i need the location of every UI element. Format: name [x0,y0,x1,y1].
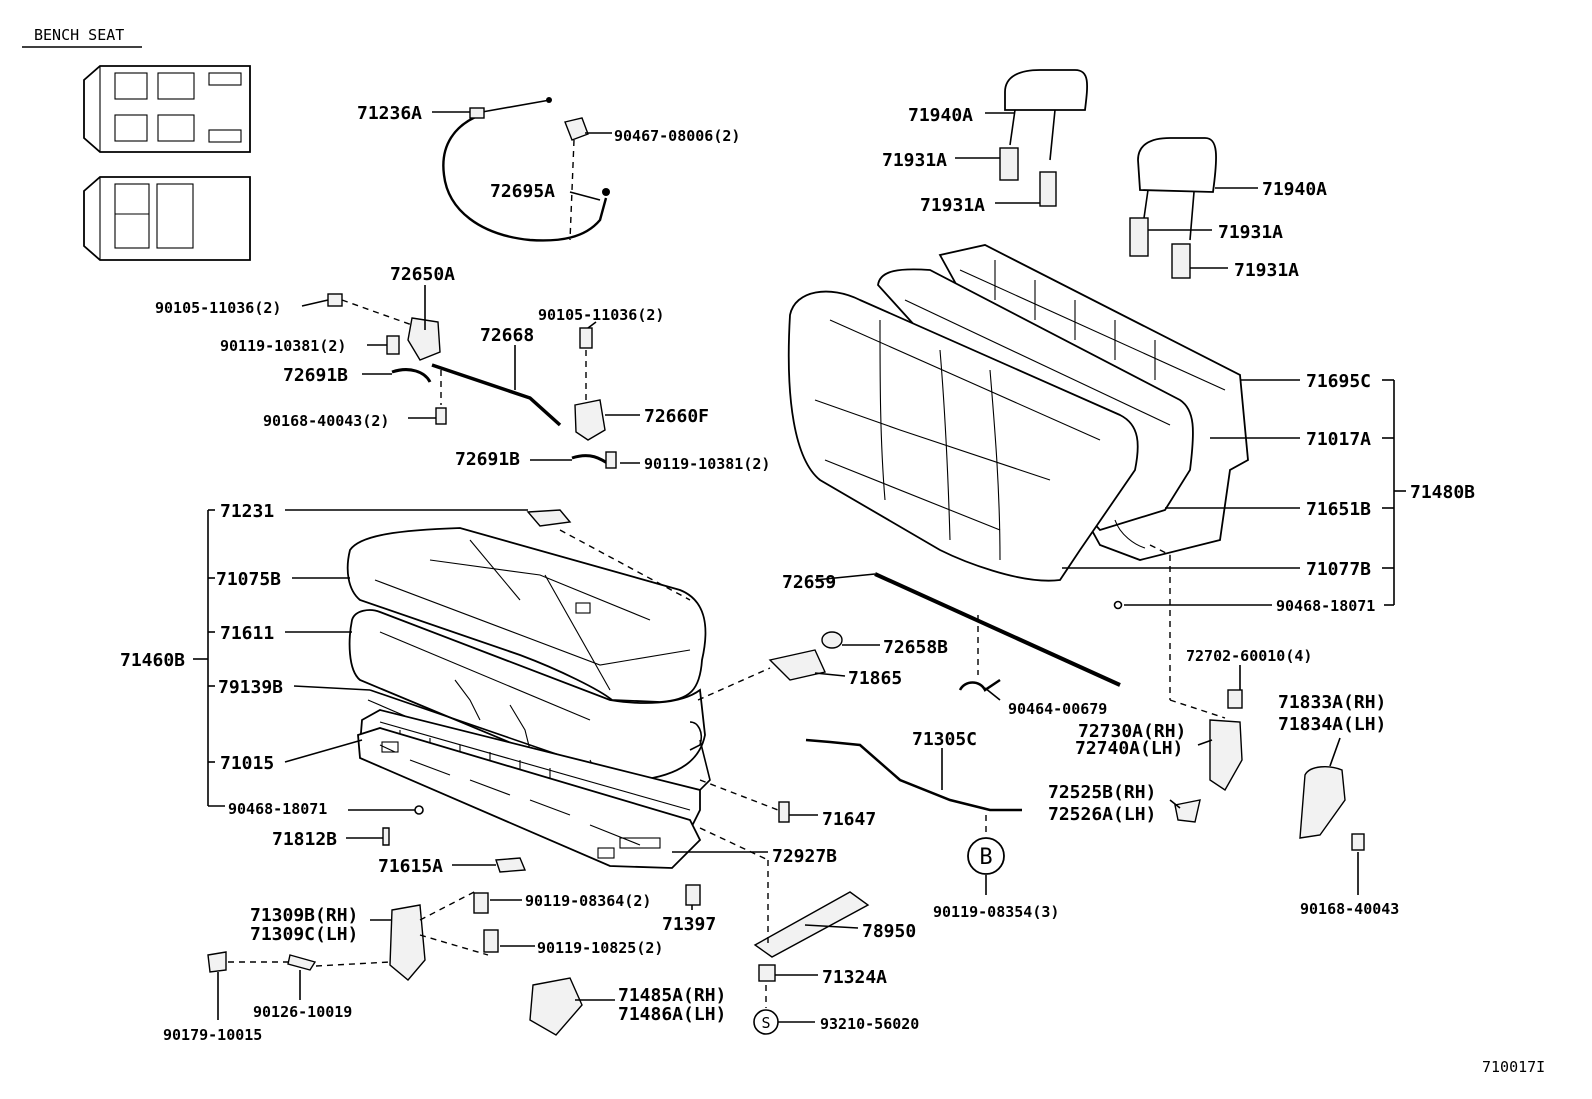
callout-72927B: 72927B [772,846,837,867]
callout-71485A-rh: 71485A(RH) [618,985,726,1006]
callout-72659: 72659 [782,572,836,593]
callout-93210-56020: 93210-56020 [820,1015,919,1033]
callout-71931A-4: 71931A [1234,260,1299,281]
callout-71305C: 71305C [912,729,977,750]
svg-text:B: B [979,845,992,870]
marker-b: B [967,837,1005,875]
callout-90168-40043-right: 90168-40043 [1300,900,1399,918]
marker-s: S [753,1009,779,1035]
callout-71611: 71611 [220,623,274,644]
seatback-hinge-hardware [1174,689,1365,851]
callout-90179-10015: 90179-10015 [163,1026,262,1044]
callout-90464-00679: 90464-00679 [1008,700,1107,718]
callout-72668: 72668 [480,325,534,346]
callout-90467-08006: 90467-08006(2) [614,127,740,145]
callout-71865: 71865 [848,668,902,689]
leader-lines [193,111,1406,1023]
callout-71397: 71397 [662,914,716,935]
callout-71940A-right: 71940A [1262,179,1327,200]
callout-71615A: 71615A [378,856,443,877]
callout-90119-10381-right: 90119-10381(2) [644,455,770,473]
callout-90119-10381-left: 90119-10381(2) [220,337,346,355]
headrest-left [999,69,1089,207]
center-hardware [697,572,1121,1008]
vehicle-layout-icon-bottom [83,176,251,261]
callout-78950: 78950 [862,921,916,942]
headrest-right [1129,137,1217,279]
callout-90105-11036-right: 90105-11036(2) [538,306,664,324]
callout-71812B: 71812B [272,829,337,850]
callout-71834A-lh: 71834A(LH) [1278,714,1386,735]
callout-71931A-1: 71931A [882,150,947,171]
callout-72695A: 72695A [490,181,555,202]
callout-90119-10825: 90119-10825(2) [537,939,663,957]
callout-72730A-rh: 72730A(RH) [1078,721,1186,742]
seat-bottom-hardware [207,805,701,1036]
callout-90119-08354: 90119-08354(3) [933,903,1059,921]
callout-90119-08364: 90119-08364(2) [525,892,651,910]
callout-71017A: 71017A [1306,429,1371,450]
callout-72740A-lh: 72740A(LH) [1075,738,1183,759]
vehicle-layout-icon-top [83,65,251,153]
callout-71324A: 71324A [822,967,887,988]
callout-90168-40043-left: 90168-40043(2) [263,412,389,430]
callout-71309C-lh: 71309C(LH) [250,924,358,945]
figure-code: 710017I [1482,1058,1545,1076]
callout-71077B: 71077B [1306,559,1371,580]
callout-71075B: 71075B [216,569,281,590]
callout-labels: 71236A 90467-08006(2) 72695A 72650A 9010… [120,103,1475,1044]
callout-71695C: 71695C [1306,371,1371,392]
callout-71931A-2: 71931A [920,195,985,216]
svg-text:S: S [761,1014,770,1032]
callout-90468-18071-right: 90468-18071 [1276,597,1375,615]
callout-72702-60010: 72702-60010(4) [1186,647,1312,665]
callout-79139B: 79139B [218,677,283,698]
callout-71236A: 71236A [357,103,422,124]
callout-72526A-lh: 72526A(LH) [1048,804,1156,825]
callout-90126-10019: 90126-10019 [253,1003,352,1021]
callout-71651B: 71651B [1306,499,1371,520]
callout-71647: 71647 [822,809,876,830]
callout-71940A-left: 71940A [908,105,973,126]
callout-71486A-lh: 71486A(LH) [618,1004,726,1025]
callout-72691B-top: 72691B [283,365,348,386]
callout-90105-11036-left: 90105-11036(2) [155,299,281,317]
seat-cushion-assembly [346,509,711,869]
callout-72660F: 72660F [644,406,709,427]
callout-71931A-3: 71931A [1218,222,1283,243]
callout-72691B-bottom: 72691B [455,449,520,470]
callout-71833A-rh: 71833A(RH) [1278,692,1386,713]
callout-71480B: 71480B [1410,482,1475,503]
diagram-title: BENCH SEAT [34,26,124,44]
callout-71460B: 71460B [120,650,185,671]
callout-90468-18071-left: 90468-18071 [228,800,327,818]
release-cable-part [442,97,610,242]
seatback-assembly [787,244,1249,719]
callout-71015: 71015 [220,753,274,774]
callout-72658B: 72658B [883,637,948,658]
callout-72650A: 72650A [390,264,455,285]
callout-71231: 71231 [220,501,274,522]
callout-71309B-rh: 71309B(RH) [250,905,358,926]
callout-72525B-rh: 72525B(RH) [1048,782,1156,803]
